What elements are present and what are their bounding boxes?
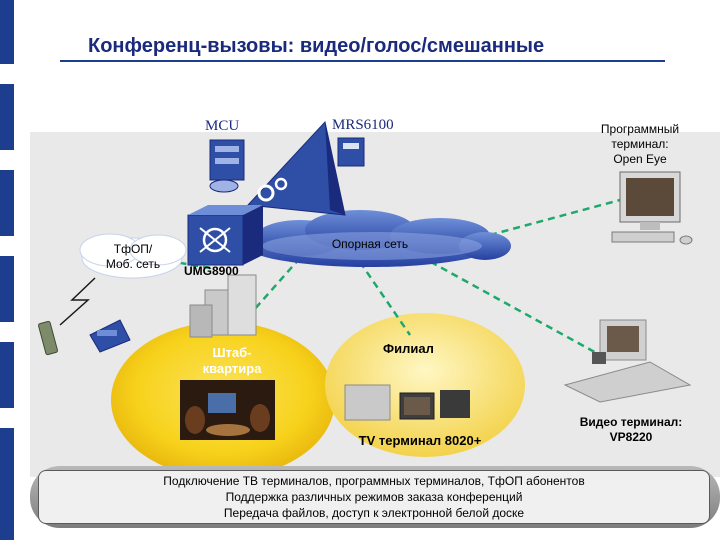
hq-label: Штаб- квартира [202,345,262,376]
left-accent-bar [0,256,14,322]
tv-terminal-label: TV терминал 8020+ [358,433,482,448]
left-accent-bar [0,342,14,408]
mrs-label: MRS6100 [332,117,394,133]
pstn-cloud [79,233,187,279]
branch-label: Филиал [383,341,434,356]
feature-item: Поддержка различных режимов заказа конфе… [225,490,523,504]
title-underline [60,60,665,62]
tv-icon [180,380,275,440]
branch-zone [325,313,525,457]
feature-list: Подключение ТВ терминалов, программных т… [38,470,710,524]
umg-label: UMG8900 [184,264,239,278]
left-accent-bar [0,428,14,540]
monitor-icon [611,171,693,245]
feature-item: Передача файлов, доступ к электронной бе… [223,506,525,520]
pstn-label: ТфОП/ Моб. сеть [105,242,161,271]
router-icon [246,120,365,216]
soft-terminal-label: Программный терминал: Open Eye [600,122,680,166]
tv-icon [344,384,470,421]
page-title: Конференц-вызовы: видео/голос/смешанные [88,35,545,57]
left-accent-bar [0,170,14,236]
building-icon [189,274,257,338]
feature-item: Подключение ТВ терминалов, программных т… [163,474,585,488]
mobile-phone-icon [38,320,58,356]
video-terminal-label: Видео терминал: VP8220 [579,415,683,444]
mcu-label: MCU [205,118,240,134]
router-icon [187,205,263,266]
left-accent-bar [0,0,14,64]
video-phone-icon [563,319,692,403]
lightning-icon [59,277,96,326]
left-accent-bar [0,84,14,150]
backbone-label: Опорная сеть [331,237,409,251]
server-icon [209,139,245,193]
desk-phone-icon [89,319,131,353]
